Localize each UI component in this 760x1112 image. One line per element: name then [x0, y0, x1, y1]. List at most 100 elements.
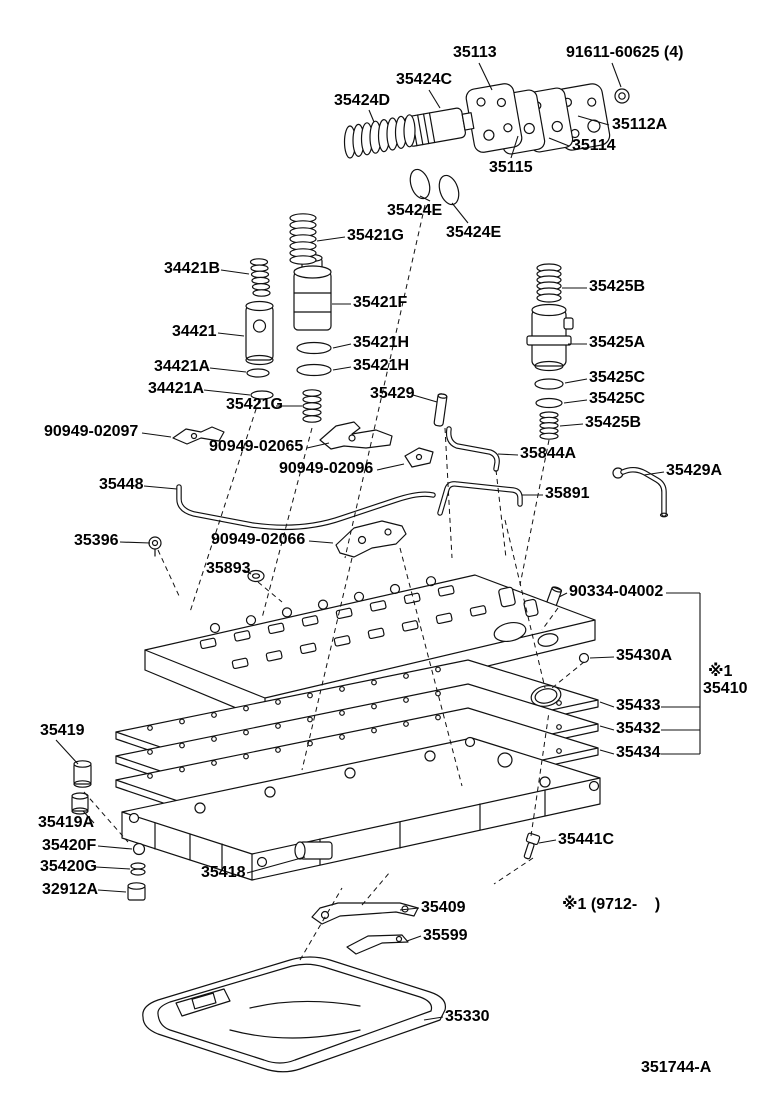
part-label: 35112A: [612, 116, 668, 133]
leader-line: [412, 394, 438, 403]
check-ball-35430a: [578, 652, 590, 664]
part-label: 35421G: [347, 227, 404, 244]
part-label: 35425B: [589, 278, 646, 295]
part-label: 35410: [703, 680, 748, 697]
spring-35421g-2: [302, 402, 322, 410]
part-label: 32912A: [42, 881, 99, 898]
leader-line: [577, 115, 610, 126]
part-label: 35424C: [396, 71, 453, 88]
solenoid-35425a: [526, 303, 574, 372]
part-label: 35844A: [520, 445, 577, 462]
part-label: 35114: [572, 137, 616, 154]
spring-35424d: [403, 114, 416, 148]
part-label: 91611-60625 (4): [566, 44, 684, 61]
bracket-90949-02097: [172, 426, 225, 445]
small-hardware: [71, 760, 541, 901]
sleeve-35419a: [71, 792, 89, 815]
washer-35420g: [130, 862, 146, 876]
part-label: 35429: [370, 385, 415, 402]
valve-bore: [209, 622, 221, 634]
leader-line: [203, 389, 251, 396]
valve-boss: [267, 622, 285, 635]
leader-line: [510, 135, 519, 159]
valve-boss: [333, 635, 351, 647]
leader-line: [478, 62, 493, 91]
part-label: 35425C: [589, 390, 646, 407]
leader-line: [82, 810, 95, 824]
part-label: 35430A: [616, 647, 673, 664]
part-label: 90949-02097: [44, 423, 139, 440]
part-label: 35420G: [40, 858, 97, 875]
leader-line: [209, 367, 247, 373]
leader-line: [55, 739, 79, 765]
springs-layer: [249, 114, 562, 440]
clip-35396: [148, 536, 162, 557]
tube-35448: [176, 484, 436, 531]
leader-line: [306, 442, 330, 449]
leader-line: [419, 195, 431, 202]
part-label: 35396: [74, 532, 119, 549]
leader-line: [220, 269, 250, 275]
plate-accumulator-hole: [530, 685, 562, 707]
leader-line: [497, 453, 519, 456]
valve-bore: [281, 607, 293, 618]
part-label: 35418: [201, 864, 246, 881]
leader-line: [246, 856, 306, 874]
leader-line: [217, 332, 245, 337]
leader-line: [451, 202, 469, 224]
leader-line: [95, 866, 131, 870]
leader-line: [368, 109, 375, 123]
bracket-35599: [346, 934, 409, 955]
valve-boss: [233, 630, 251, 642]
bracket-90949-02096: [404, 447, 434, 468]
part-label: 35425A: [589, 334, 646, 351]
leader-line: [332, 343, 352, 349]
spring-35425b: [536, 293, 562, 303]
tube-35429a: [612, 467, 669, 518]
part-label: 35424D: [334, 92, 391, 109]
spring-34421b: [250, 270, 270, 279]
valve-boss: [299, 642, 317, 655]
leader-line: [376, 463, 405, 471]
leader-line: [599, 749, 615, 755]
part-label: 35115: [489, 159, 533, 176]
spring-34421b: [250, 264, 269, 273]
part-label: 90949-02096: [279, 460, 374, 477]
valve-boss: [335, 607, 353, 620]
part-label: 35599: [423, 927, 468, 944]
part-label: 35419: [40, 722, 85, 739]
lower-valve-body-35418: [121, 736, 601, 881]
upper-valve-body-35410: [144, 574, 596, 721]
valve-boss: [231, 657, 249, 670]
tube-35844a: [445, 426, 500, 472]
leader-lines: [55, 62, 701, 1021]
part-label: 35420F: [42, 837, 97, 854]
part-label: 34421B: [164, 260, 221, 277]
accumulator-group-left: [245, 253, 332, 400]
valve-boss: [301, 615, 319, 627]
oring-35425c-1: [534, 378, 564, 390]
part-label: 35891: [545, 485, 590, 502]
spring-34421b: [251, 276, 270, 285]
piston-34421: [245, 300, 274, 366]
projection-lines: [83, 204, 585, 961]
spring-35421g-2: [302, 415, 322, 423]
ball-35420f: [132, 842, 146, 856]
part-label: 35421H: [353, 357, 410, 374]
valve-boss: [469, 605, 487, 617]
leader-line: [589, 656, 615, 659]
valve-boss: [265, 650, 283, 662]
spring-35425b-2: [539, 432, 559, 440]
leader-line: [308, 540, 334, 544]
part-label: 34421A: [148, 380, 205, 397]
part-label: 35425B: [585, 414, 642, 431]
part-label: 35893: [206, 560, 251, 577]
leader-line: [428, 89, 441, 109]
part-label: 35424E: [387, 202, 443, 219]
leader-line: [599, 725, 615, 731]
spring-35421g-2: [302, 395, 322, 404]
leader-line: [423, 1016, 444, 1021]
part-label: 35421G: [226, 396, 283, 413]
part-label: 34421A: [154, 358, 211, 375]
